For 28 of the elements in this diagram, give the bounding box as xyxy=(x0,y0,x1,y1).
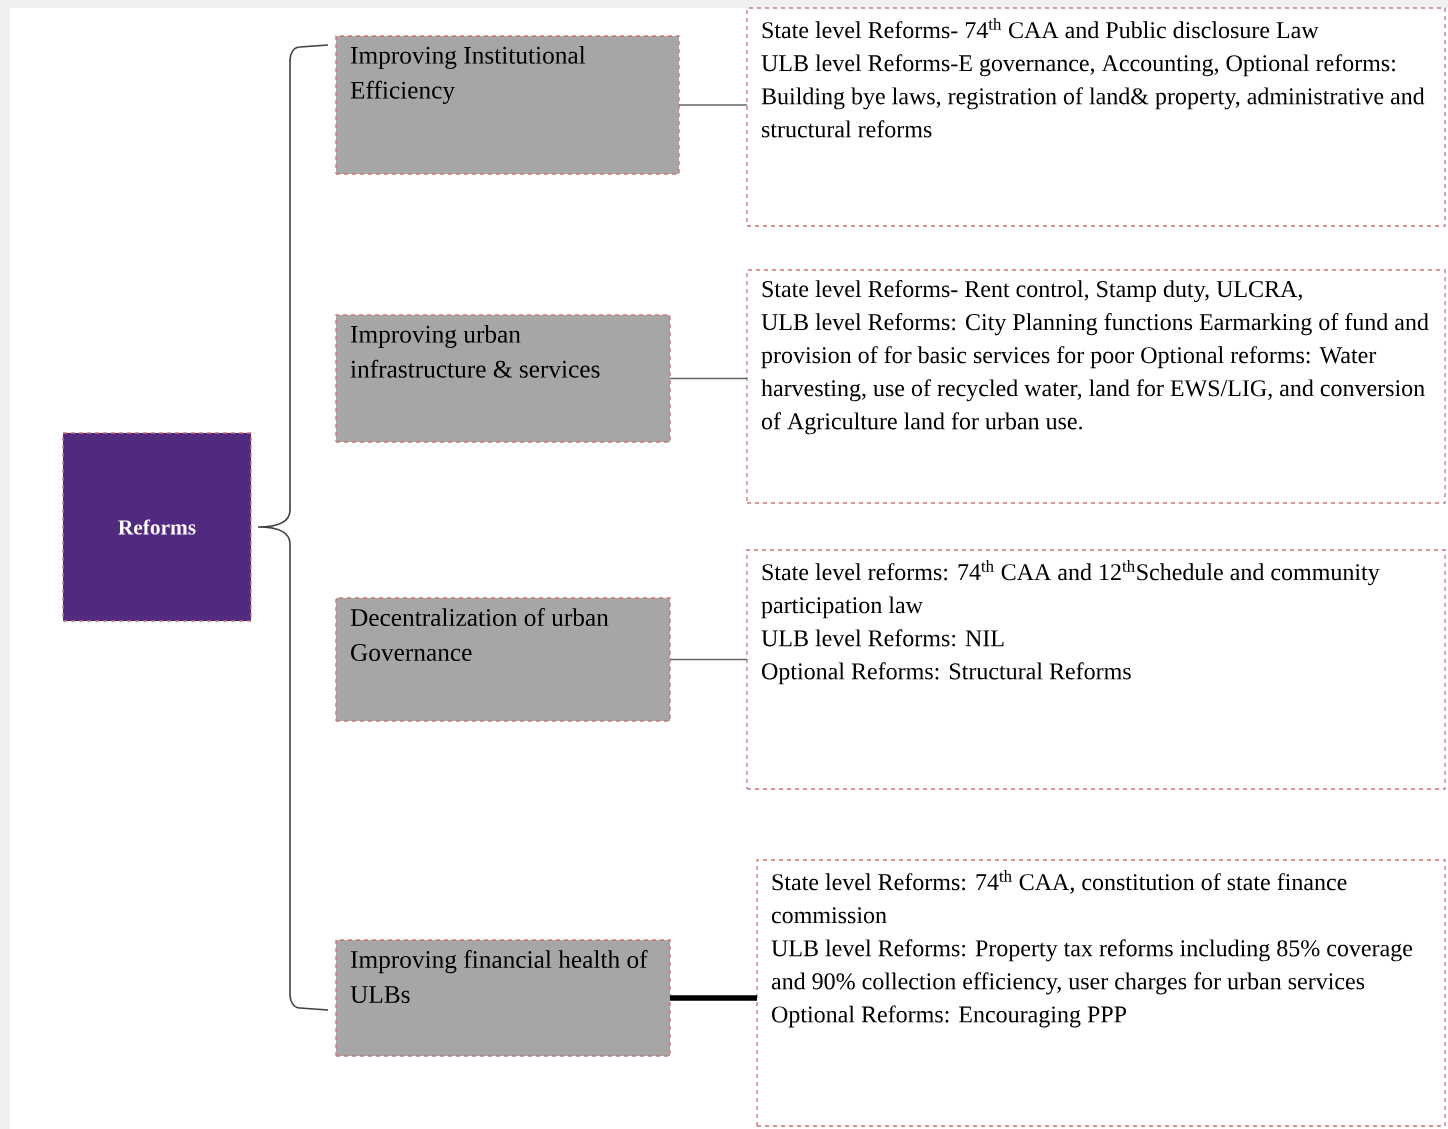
connector-line xyxy=(669,658,748,661)
connector-line xyxy=(670,995,757,1001)
detail-text: Optional Reforms: Structural Reforms xyxy=(762,662,1131,685)
category-label: Improving financial health of ULBs xyxy=(350,950,648,1004)
category-box xyxy=(335,314,671,443)
detail-box xyxy=(756,859,1446,1127)
root-label: Reforms xyxy=(118,519,196,535)
root-box xyxy=(62,432,252,622)
detail-box xyxy=(746,7,1446,227)
category-box xyxy=(335,939,671,1057)
detail-text: State level Reforms- 74$^{th}$ CAA and Public disclosure Law xyxy=(762,18,1319,39)
category-label: Improving Institutional Efficiency xyxy=(350,46,586,104)
detail-text: State level reforms: 74$^{th}$ CAA and 12$^{th}$Schedule and community participation law xyxy=(761,560,1380,619)
connector-line xyxy=(678,104,748,106)
category-label: Decentralization of urban Governance xyxy=(350,608,609,662)
detail-text: State level Reforms- Rent control, Stamp duty, ULCRA, xyxy=(762,280,1302,303)
detail-text: ULB level Reforms: Property tax reforms including 85% coverage and 90% collection efficiency, user charges for urban services xyxy=(771,939,1413,995)
detail-text: ULB level Reforms: City Planning functions Earmarking of fund and provision of for basic services for poor Optional reforms: Water harvesting, use of recycled water, land for EWS/LIG, and conversion of Agriculture land for urban use. xyxy=(761,313,1429,435)
detail-box xyxy=(746,269,1446,504)
detail-box xyxy=(746,549,1446,790)
detail-text: State level Reforms: 74$^{th}$ CAA, constitution of state finance commission xyxy=(771,870,1347,924)
detail-text: ULB level Reforms-E governance, Accounting, Optional reforms: Building bye laws, registration of land& property, administrative and structural reforms xyxy=(761,54,1425,138)
category-box xyxy=(335,35,680,175)
category-label: Improving urban infrastructure & services xyxy=(350,325,600,378)
connector-line xyxy=(669,377,748,380)
category-box xyxy=(335,597,671,722)
detail-text: ULB level Reforms: NIL xyxy=(761,629,1004,647)
detail-text: Optional Reforms: Encouraging PPP xyxy=(772,1005,1127,1028)
